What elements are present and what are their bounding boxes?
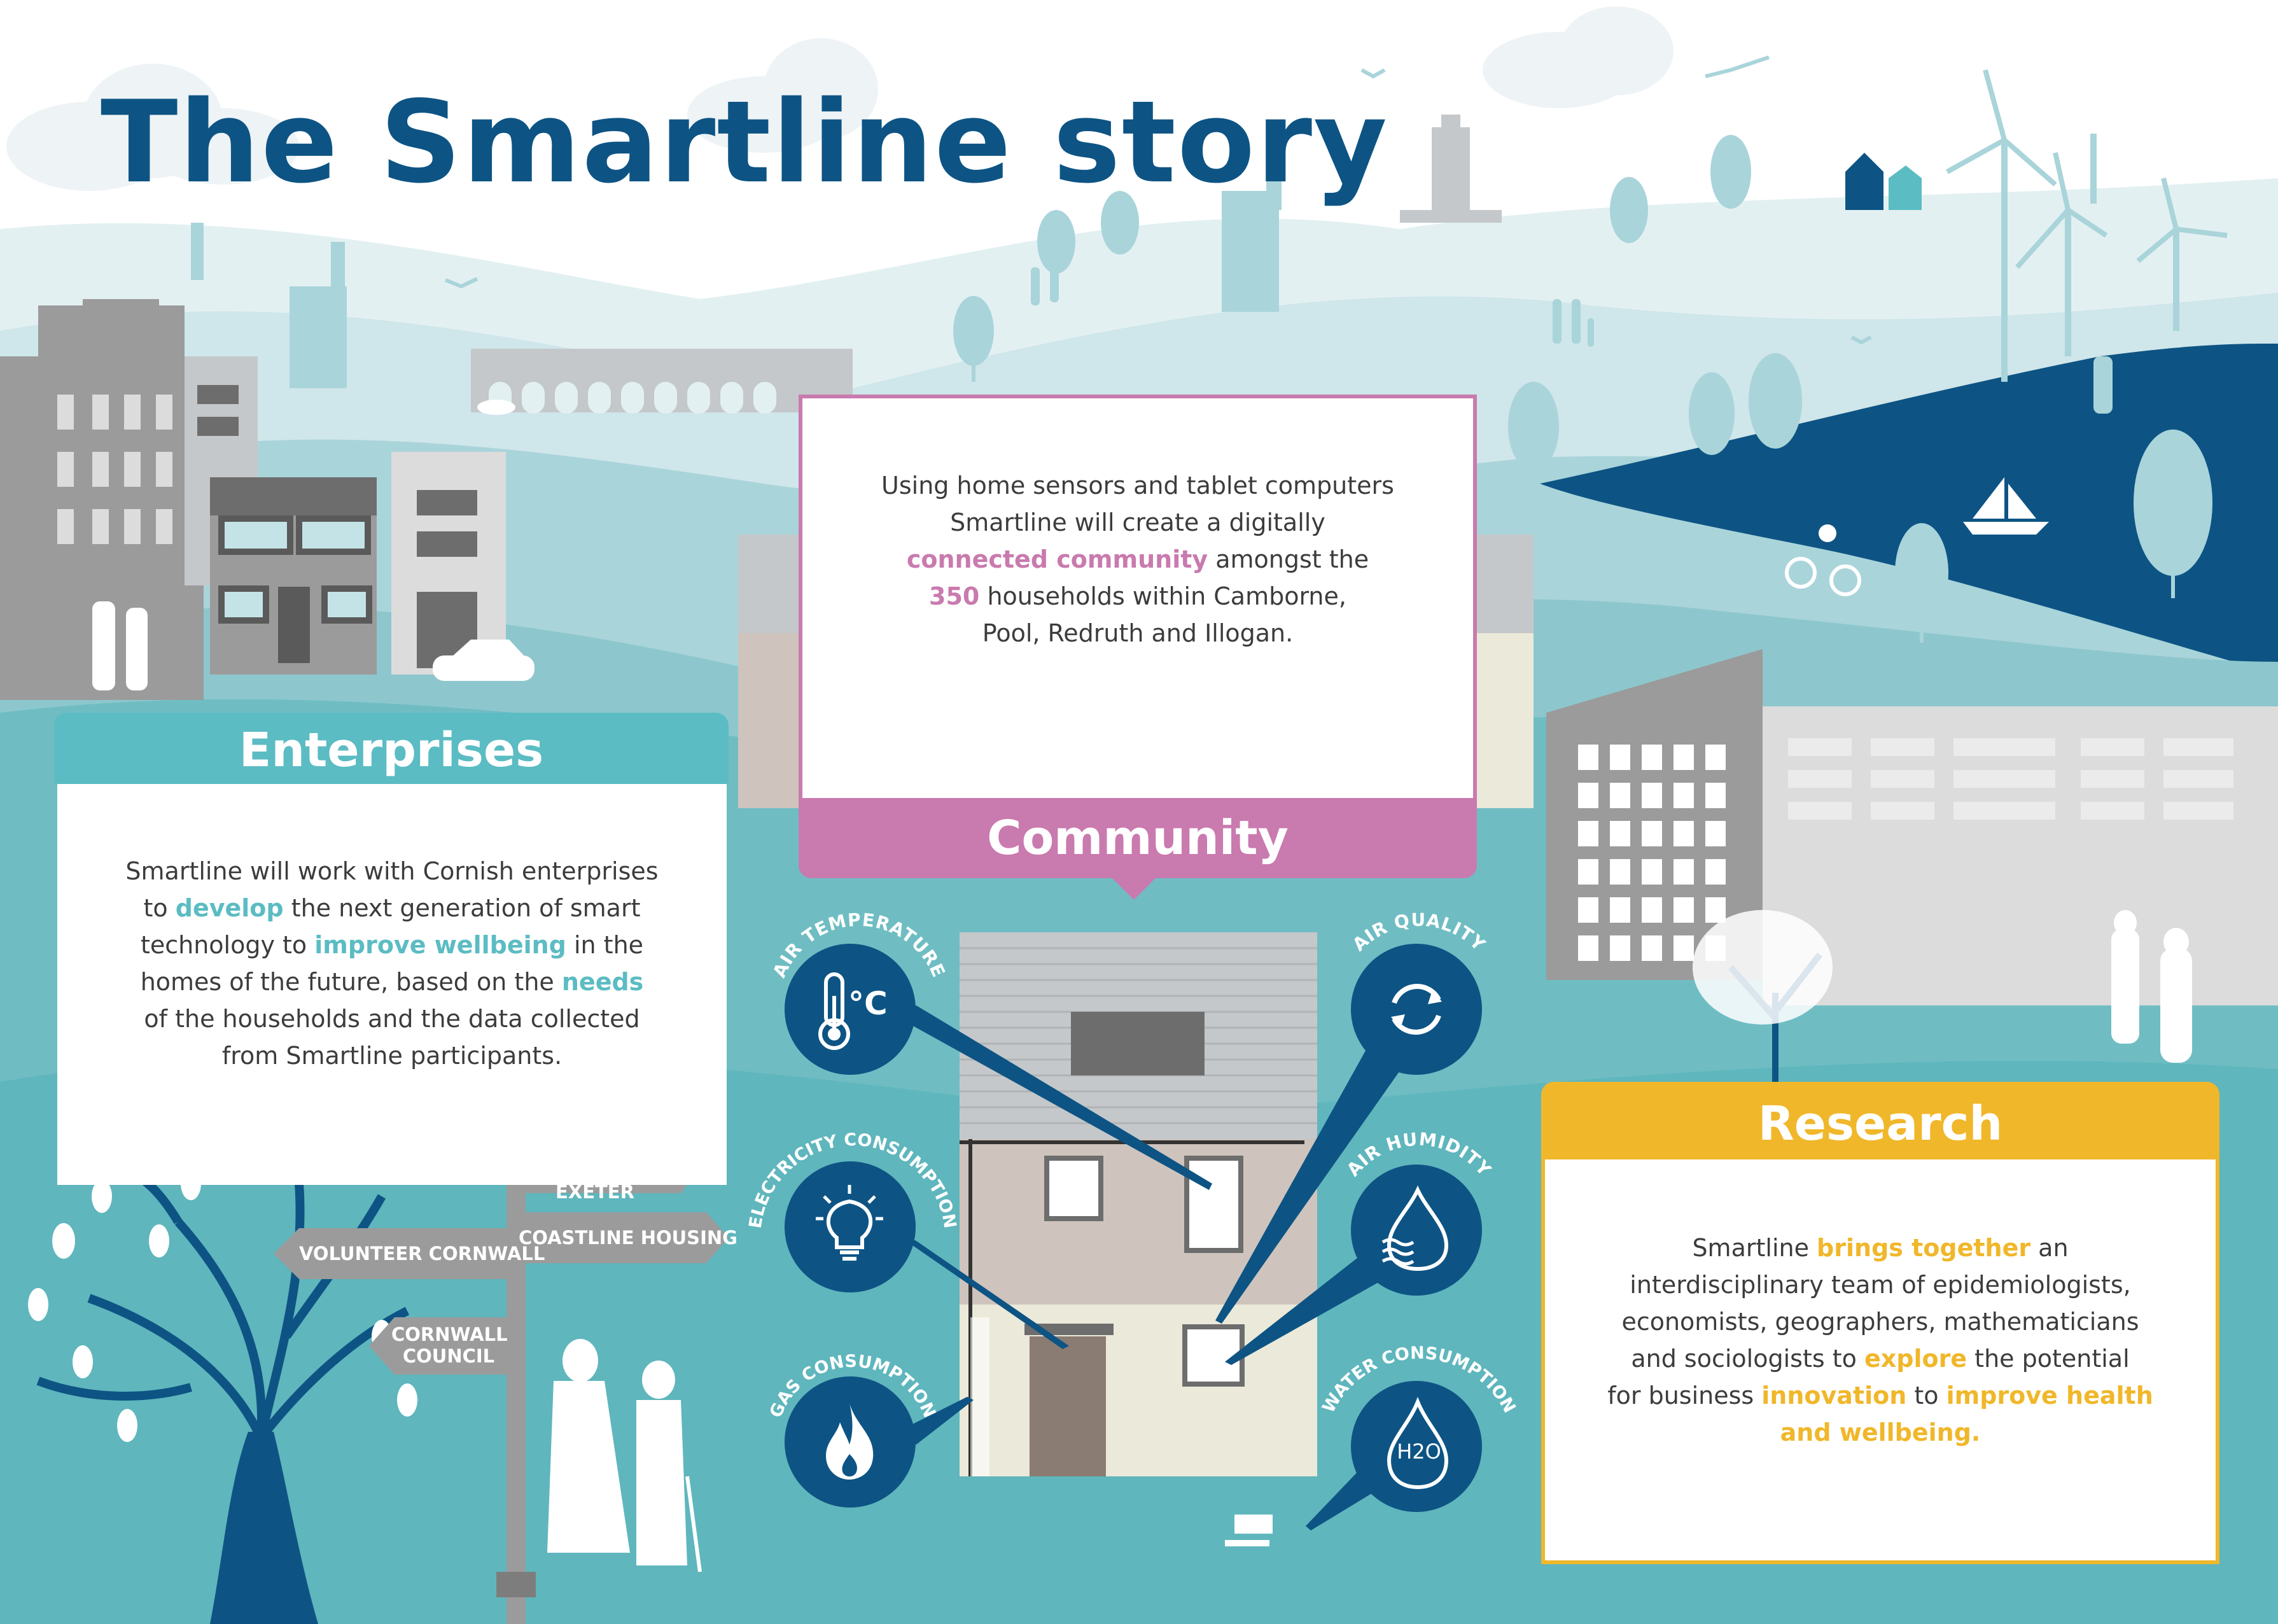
text-segment: and sociologists to [1631, 1345, 1864, 1373]
air-temperature-circle [785, 944, 916, 1075]
text-line: to develop the next generation of smart [57, 890, 727, 927]
electricity-circle [785, 1161, 916, 1292]
flame-icon [826, 1403, 874, 1480]
text-segment: to [1906, 1382, 1946, 1410]
text-segment: an [2030, 1234, 2069, 1262]
h2o-drop-icon [1387, 1397, 1449, 1490]
signpost-volunteer-cornwall: VOLUNTEER CORNWALL [299, 1243, 545, 1264]
text-line: of the households and the data collected [57, 1000, 727, 1037]
text-line: connected community amongst the [802, 541, 1473, 578]
text-line: for business innovation to improve healt… [1545, 1377, 2216, 1414]
highlight-text: needs [561, 968, 644, 996]
text-segment: of the households and the data collected [144, 1005, 640, 1033]
text-segment: households within Camborne, [979, 582, 1346, 610]
refresh-cycle-icon [1391, 984, 1442, 1035]
text-line: technology to improve wellbeing in the [57, 927, 727, 963]
text-line: from Smartline participants. [57, 1037, 727, 1074]
enterprises-heading: Enterprises [54, 713, 729, 784]
text-line: Smartline brings together an [1545, 1229, 2216, 1266]
page-title: The Smartline story [101, 76, 1389, 208]
research-text: Smartline brings together an interdiscipl… [1545, 1229, 2216, 1451]
enterprises-text-box: Smartline will work with Cornish enterpr… [57, 784, 727, 1185]
highlight-text: brings together [1817, 1234, 2031, 1262]
text-segment: in the [566, 931, 644, 959]
water-drop-icon [1381, 1185, 1449, 1271]
air-humidity-circle [1351, 1165, 1482, 1296]
text-line: and sociologists to explore the potentia… [1545, 1340, 2216, 1377]
highlight-text: improve health [1946, 1382, 2153, 1410]
text-segment: from Smartline participants. [221, 1042, 563, 1070]
highlight-text: and wellbeing. [1780, 1418, 1981, 1446]
text-segment: Smartline [1692, 1234, 1817, 1262]
text-segment: technology to [140, 931, 315, 959]
signpost-university-of-exeter: UNIVERSITY OF EXETER [533, 1138, 657, 1203]
highlight-text: 350 [929, 582, 980, 610]
text-segment: for business [1607, 1382, 1762, 1410]
text-line: economists, geographers, mathematicians [1545, 1303, 2216, 1340]
text-line: Pool, Redruth and Illogan. [802, 615, 1473, 652]
signpost-coastline-housing: COASTLINE HOUSING [519, 1227, 737, 1249]
research-text-box: Smartline brings together an interdiscipl… [1541, 1159, 2219, 1564]
text-segment: economists, geographers, mathematicians [1621, 1308, 2139, 1336]
highlight-text: develop [175, 894, 284, 922]
celsius-glyph: °C [848, 985, 888, 1022]
text-segment: Pool, Redruth and Illogan. [982, 619, 1294, 647]
text-line: and wellbeing. [1545, 1414, 2216, 1451]
text-line: Smartline will create a digitally [802, 504, 1473, 541]
text-segment: the potential [1967, 1345, 2130, 1373]
signpost-cornwall-council: CORNWALL COUNCIL [391, 1324, 508, 1367]
text-line: homes of the future, based on the needs [57, 963, 727, 1000]
text-segment: Using home sensors and tablet computers [881, 472, 1394, 500]
community-pointer [1111, 877, 1157, 900]
highlight-text: connected community [906, 545, 1208, 573]
enterprises-text: Smartline will work with Cornish enterpr… [57, 853, 727, 1074]
highlight-text: improve wellbeing [314, 931, 566, 959]
highlight-text: innovation [1761, 1382, 1907, 1410]
community-heading: Community [799, 799, 1477, 878]
text-segment: Smartline will work with Cornish enterpr… [125, 857, 659, 885]
text-segment: Smartline will create a digitally [950, 508, 1325, 536]
h2o-glyph: H2O [1397, 1439, 1441, 1464]
research-heading: Research [1541, 1082, 2219, 1162]
text-segment: homes of the future, based on the [140, 968, 562, 996]
gas-circle [785, 1376, 916, 1508]
text-segment: the next generation of smart [283, 894, 641, 922]
text-line: 350 households within Camborne, [802, 578, 1473, 615]
text-line: interdisciplinary team of epidemiologist… [1545, 1266, 2216, 1303]
lightbulb-icon [816, 1185, 883, 1261]
cloud-icon [6, 6, 1674, 191]
text-line: Smartline will work with Cornish enterpr… [57, 853, 727, 890]
text-segment: amongst the [1208, 545, 1369, 573]
text-line: Using home sensors and tablet computers [802, 467, 1473, 504]
text-segment: interdisciplinary team of epidemiologist… [1630, 1271, 2131, 1299]
highlight-text: explore [1864, 1345, 1967, 1373]
thermometer-icon [818, 972, 850, 1050]
text-segment: to [143, 894, 176, 922]
air-quality-circle [1351, 944, 1482, 1075]
